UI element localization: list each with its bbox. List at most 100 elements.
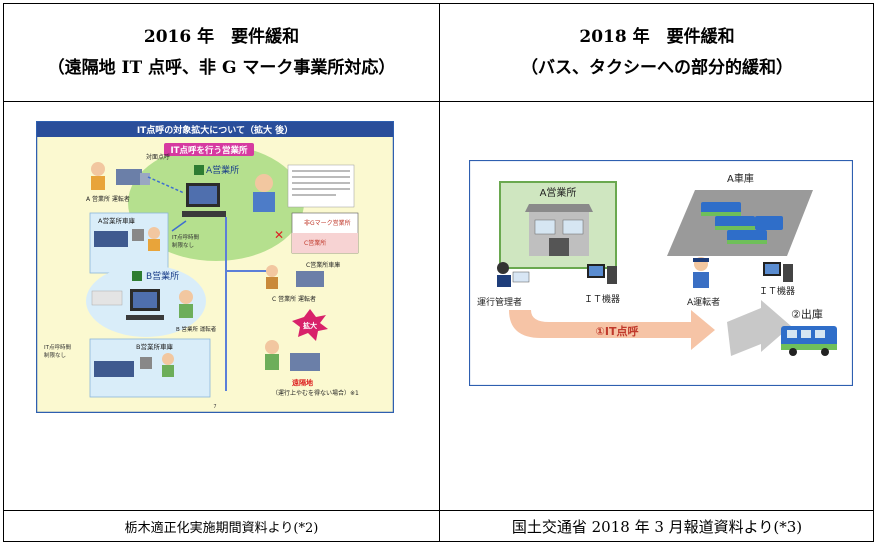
- left-title: 2016 年 要件緩和: [143, 26, 300, 47]
- depart-bus-window-1: [787, 330, 797, 338]
- link-a-garage: [171, 220, 187, 232]
- face-to-face-line: [147, 176, 185, 194]
- right-figure-svg: A営業所 運行管理者 ＩＴ機器 A車庫: [468, 159, 854, 387]
- truck-a: [116, 169, 142, 185]
- restriction-label-2: 制限なし: [44, 351, 66, 359]
- non-g-mark-label: 非Gマーク営業所: [304, 219, 351, 227]
- depart-bus-wheel-2: [821, 348, 829, 356]
- office-b-icon: [132, 271, 142, 281]
- depart-bus-stripe: [781, 344, 837, 350]
- truck-c: [296, 271, 324, 287]
- driver-garage-b-head: [162, 353, 174, 365]
- driver-garage-a-body: [148, 239, 160, 251]
- it-device-right-label: ＩＴ機器: [759, 285, 795, 297]
- driver-a-head: [91, 162, 105, 176]
- driver-a-body: [91, 176, 105, 190]
- footer-divider: [4, 510, 873, 511]
- right-source-text: 国土交通省 2018 年 3 月報道資料より(*3): [511, 518, 803, 536]
- page-number: 7: [213, 404, 216, 410]
- depart-bus-wheel-1: [789, 348, 797, 356]
- subbanner-bg: [164, 143, 254, 156]
- driver-c-head: [266, 265, 278, 277]
- manager-head: [497, 262, 509, 274]
- driver-garage-b-body: [162, 365, 174, 377]
- driver-a-label: A 営業所 運転者: [86, 195, 130, 203]
- driver-b-body: [179, 304, 193, 318]
- device-garage-b: [140, 357, 152, 369]
- manager-body-a: [253, 192, 275, 212]
- expansion-label: 拡大: [303, 321, 317, 330]
- it-device-right-screen: [765, 264, 779, 274]
- left-subtitle: （遠隔地 IT 点呼、非 G マーク事業所対応）: [47, 57, 396, 78]
- left-figure: IT点呼の対象拡大について（拡大 後） IT点呼を行う営業所 A営業所: [35, 120, 395, 414]
- driver-b-head: [179, 290, 193, 304]
- right-source: 国土交通省 2018 年 3 月報道資料より(*3): [440, 511, 874, 542]
- manager-body: [497, 275, 511, 287]
- building-roof: [525, 204, 593, 212]
- driver-c-body: [266, 277, 278, 289]
- device-garage-a: [132, 229, 144, 241]
- left-source-text: 栃木適正化実施期間資料より(*2): [124, 521, 319, 536]
- remote-driver-head: [265, 340, 279, 354]
- parked-buses: [701, 202, 783, 244]
- driver-garage-a-head: [148, 227, 160, 239]
- right-header: 2018 年 要件緩和 （バス、タクシーへの部分的緩和）: [440, 4, 874, 101]
- building-window-2: [562, 219, 584, 235]
- office-a-icon: [194, 165, 204, 175]
- right-subtitle: （バス、タクシーへの部分的緩和）: [521, 57, 793, 78]
- restriction-label-1: 制限なし: [172, 241, 194, 249]
- garage-a-title: A車庫: [727, 172, 754, 185]
- building-door: [549, 238, 569, 256]
- left-header: 2016 年 要件緩和 （遠隔地 IT 点呼、非 G マーク事業所対応）: [4, 4, 439, 101]
- banner-bg: [37, 122, 393, 137]
- driver-c-label: C 営業所 運転者: [272, 295, 316, 303]
- depart-bus-window-2: [801, 330, 811, 338]
- garage-a-label: A営業所車庫: [98, 216, 135, 225]
- it-rollcall-label: ①IT点呼: [596, 324, 639, 338]
- x-mark-icon: ✕: [274, 228, 284, 242]
- manager-pc: [512, 271, 530, 283]
- it-time-label-1: IT点呼時間: [172, 233, 199, 241]
- remote-driver-body: [265, 354, 279, 370]
- garage-c-label: C営業所車庫: [306, 261, 340, 269]
- right-title: 2018 年 要件緩和: [579, 26, 735, 47]
- remote-truck: [290, 353, 320, 371]
- it-device-left-label: ＩＴ機器: [584, 293, 620, 305]
- comparison-table: 2016 年 要件緩和 （遠隔地 IT 点呼、非 G マーク事業所対応） 201…: [3, 3, 874, 542]
- depart-arrow: [727, 300, 791, 356]
- pc-screen-a: [189, 186, 217, 204]
- note-box: [287, 164, 355, 208]
- driver-b-label: B 営業所 運転者: [176, 325, 217, 333]
- it-device-left-screen: [589, 266, 603, 276]
- manager-head-a: [255, 174, 273, 192]
- column-divider: [439, 4, 440, 541]
- it-time-label-2: IT点呼時間: [44, 343, 71, 351]
- office-b-label: B営業所: [146, 270, 179, 282]
- face-to-face-label: 対面点呼: [146, 153, 170, 161]
- expansion-star: [292, 309, 328, 341]
- left-source: 栃木適正化実施期間資料より(*2): [4, 511, 439, 542]
- driver-cap: [693, 258, 709, 262]
- subbanner-text: IT点呼を行う営業所: [171, 145, 248, 156]
- header-divider: [4, 101, 873, 102]
- it-device-left-tower: [607, 266, 617, 284]
- truck-a-cab: [140, 173, 150, 185]
- it-device-right-tower: [783, 264, 793, 282]
- right-figure: A営業所 運行管理者 ＩＴ機器 A車庫: [468, 159, 854, 387]
- manager-label: 運行管理者: [477, 296, 522, 308]
- office-c-label: C営業所: [304, 239, 326, 247]
- it-rollcall-arrow: [509, 310, 715, 350]
- driver-label: A運転者: [687, 297, 720, 308]
- garage-b-label: B営業所車庫: [136, 342, 173, 351]
- depart-bus-window-3: [815, 330, 825, 338]
- bus-garage-a: [94, 231, 128, 247]
- depart-label: ②出庫: [791, 307, 823, 321]
- pc-keyboard-b: [126, 315, 164, 320]
- building-window-1: [534, 219, 556, 235]
- office-a-label: A営業所: [206, 164, 239, 176]
- office-a-title: A営業所: [540, 186, 577, 199]
- remote-label: 遠隔地: [292, 378, 313, 387]
- bus-garage-b: [94, 361, 134, 377]
- banner-text: IT点呼の対象拡大について（拡大 後）: [137, 124, 293, 136]
- office-c-highlight: [292, 233, 358, 253]
